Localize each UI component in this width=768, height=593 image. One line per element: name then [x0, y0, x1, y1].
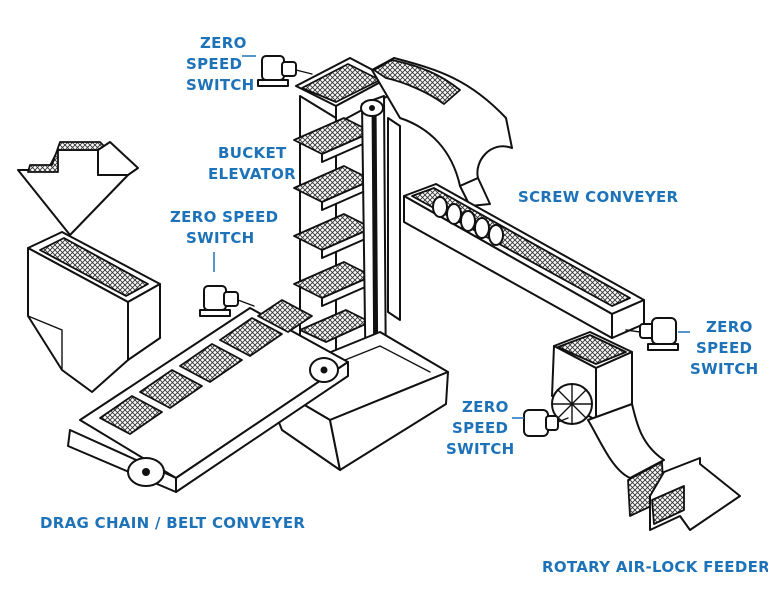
svg-text:ZERO: ZERO: [200, 34, 247, 52]
label-zero-speed-switch-top: ZERO SPEED SWITCH: [186, 34, 255, 94]
label-zero-speed-switch-right: ZERO SPEED SWITCH: [690, 318, 759, 378]
svg-text:SPEED: SPEED: [696, 339, 752, 357]
drag-chain-belt-conveyer: [67, 299, 349, 493]
zero-speed-switch-top-device: [257, 55, 313, 87]
label-zero-speed-switch-feeder: ZERO SPEED SWITCH: [446, 398, 515, 458]
label-bucket-elevator: BUCKET ELEVATOR: [208, 144, 296, 183]
svg-text:SWITCH: SWITCH: [186, 76, 255, 94]
label-drag-chain-belt-conveyer: DRAG CHAIN / BELT CONVEYER: [40, 514, 305, 532]
label-zero-speed-switch-left: ZERO SPEED SWITCH: [170, 208, 278, 247]
label-rotary-air-lock-feeder: ROTARY AIR-LOCK FEEDER: [542, 558, 768, 576]
svg-text:SWITCH: SWITCH: [446, 440, 515, 458]
svg-text:SWITCH: SWITCH: [186, 229, 255, 247]
label-screw-conveyer: SCREW CONVEYER: [518, 188, 679, 206]
inlet-hopper: [17, 141, 161, 393]
svg-text:BUCKET: BUCKET: [218, 144, 287, 162]
output-arrow: [649, 457, 741, 531]
svg-text:ZERO: ZERO: [706, 318, 753, 336]
screw-flights: [432, 196, 504, 246]
zero-speed-switch-right-device: [625, 317, 679, 351]
zero-speed-switch-feeder-device: [523, 409, 569, 437]
zero-speed-switch-left-device: [199, 285, 255, 317]
svg-text:ZERO SPEED: ZERO SPEED: [170, 208, 278, 226]
svg-text:SPEED: SPEED: [186, 55, 242, 73]
rotary-airlock-feeder: [551, 331, 665, 517]
svg-text:ELEVATOR: ELEVATOR: [208, 165, 296, 183]
conveyer-flights: [99, 299, 313, 435]
svg-text:SPEED: SPEED: [452, 419, 508, 437]
svg-text:ZERO: ZERO: [462, 398, 509, 416]
svg-text:SWITCH: SWITCH: [690, 360, 759, 378]
discharge-chute: [371, 57, 513, 207]
screw-conveyer: [403, 183, 645, 339]
